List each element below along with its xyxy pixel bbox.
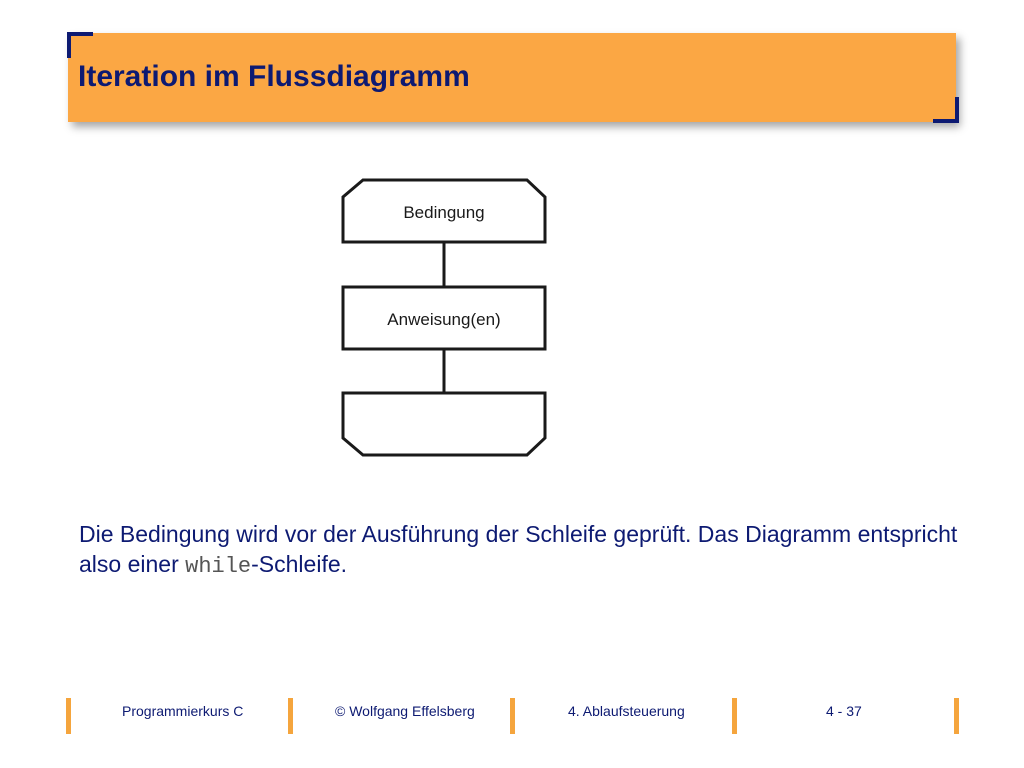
statement-label: Anweisung(en) xyxy=(387,310,500,329)
explanation-part-1: Die Bedingung wird vor der Ausführung de… xyxy=(79,521,958,577)
explanation-part-2: -Schleife. xyxy=(251,551,348,577)
explanation-text: Die Bedingung wird vor der Ausführung de… xyxy=(79,519,959,582)
while-keyword: while xyxy=(185,554,252,579)
bottom-right-corner-bracket xyxy=(933,97,959,123)
slide-footer: Programmierkurs C © Wolfgang Effelsberg … xyxy=(0,698,1024,738)
iteration-flow-diagram: Bedingung Anweisung(en) xyxy=(341,178,547,457)
title-bar xyxy=(68,33,956,122)
footer-page-number: 4 - 37 xyxy=(826,703,862,719)
footer-divider xyxy=(954,698,959,734)
footer-chapter: 4. Ablaufsteuerung xyxy=(568,703,685,719)
footer-course: Programmierkurs C xyxy=(122,703,244,719)
slide-title: Iteration im Flussdiagramm xyxy=(78,60,470,93)
footer-divider xyxy=(66,698,71,734)
statement-block xyxy=(341,285,547,351)
top-left-corner-bracket xyxy=(67,32,93,58)
footer-author: © Wolfgang Effelsberg xyxy=(335,703,475,719)
footer-divider xyxy=(732,698,737,734)
footer-divider xyxy=(288,698,293,734)
condition-label: Bedingung xyxy=(403,203,484,222)
condition-block xyxy=(341,178,547,244)
loop-end-block xyxy=(341,391,547,457)
footer-divider xyxy=(510,698,515,734)
